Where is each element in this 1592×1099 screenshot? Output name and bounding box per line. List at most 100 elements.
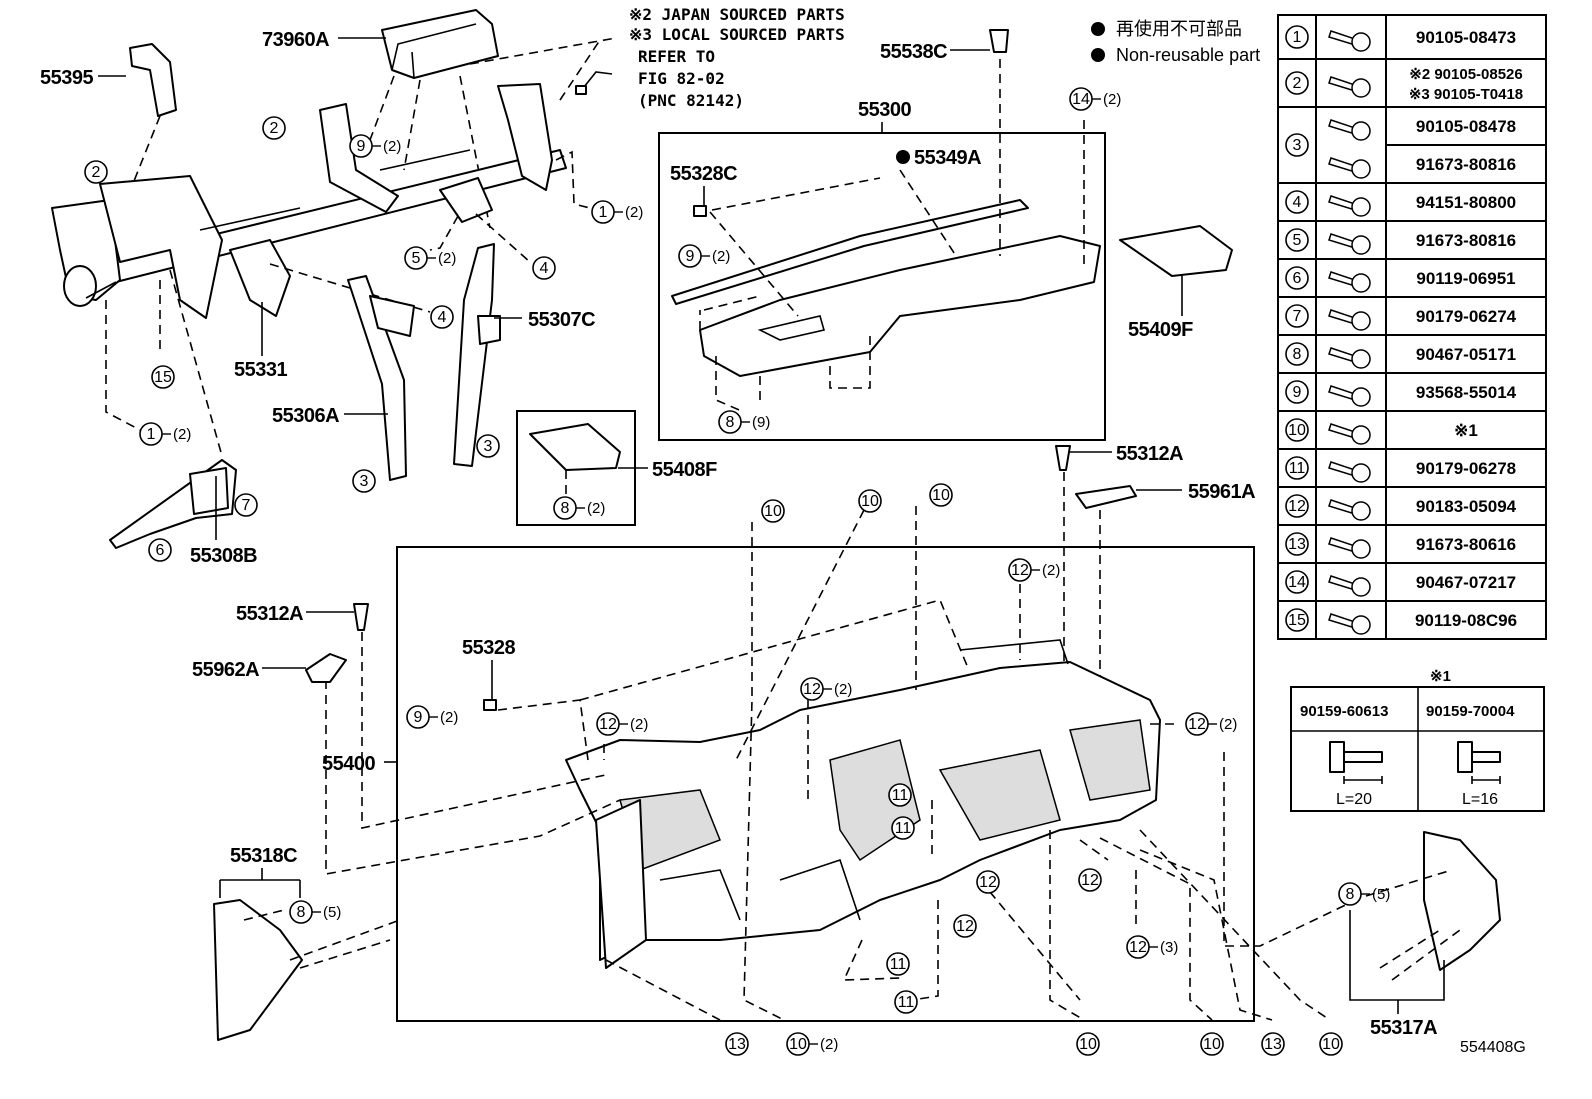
table-ref-number: 2: [1293, 75, 1302, 92]
part-label-55331: 55331: [234, 359, 287, 381]
callout-quantity: (2): [625, 204, 643, 221]
fastener-icon: [1328, 233, 1371, 255]
callout-5: 5(2): [404, 246, 456, 270]
table-row: 2※2 90105-08526※3 90105-T0418: [1278, 58, 1546, 103]
callout-quantity: (2): [712, 248, 730, 265]
callout-14: 14 (2): [1069, 87, 1121, 111]
part-label-55317A: 55317A: [1370, 1017, 1437, 1039]
fastener-icon: [1328, 423, 1371, 445]
table-ref-number: 4: [1293, 194, 1302, 211]
note-japan-sourced: ※2 JAPAN SOURCED PARTS: [629, 5, 845, 24]
callout-4: 4: [430, 305, 454, 329]
grille-55962A: [305, 653, 347, 683]
part-label-55312A-top: 55312A: [1116, 443, 1183, 465]
table-part-number: 90183-05094: [1416, 497, 1517, 516]
sub-table-part-b: 90159-70004: [1426, 703, 1515, 720]
part-label-55328C: 55328C: [670, 163, 737, 185]
callout-2: 2: [84, 160, 108, 184]
part-label-55307C: 55307C: [528, 309, 595, 331]
table-ref-number: 7: [1293, 308, 1302, 325]
callout-4: 4: [532, 256, 556, 280]
callout-3: 3: [352, 469, 376, 493]
callout-quantity: (2): [630, 716, 648, 733]
part-label-55409F: 55409F: [1128, 319, 1193, 341]
callout-number: 11: [892, 787, 909, 804]
table-ref-number: 3: [1293, 137, 1302, 154]
callout-number: 12: [1011, 562, 1029, 579]
table-part-number: 90179-06274: [1416, 307, 1517, 326]
callout-number: 4: [540, 260, 549, 277]
callout-8: 8(2): [553, 496, 605, 520]
callout-1: 1(2): [139, 422, 191, 446]
table-part-number: 90119-06951: [1416, 269, 1515, 288]
bracket-55395: [129, 43, 177, 117]
fastener-icon: [1328, 347, 1371, 369]
callout-11: 11: [891, 816, 915, 840]
callout-12: 12: [1078, 868, 1102, 892]
callout-12: 12(2): [800, 677, 852, 701]
table-ref-number: 15: [1288, 612, 1306, 629]
callout-12: 12: [953, 914, 977, 938]
callout-13: 13: [725, 1032, 749, 1056]
part-label-55395: 55395: [40, 67, 93, 89]
fastener-icon: [1328, 195, 1371, 217]
callout-number: 9: [414, 709, 423, 726]
callout-number: 14: [1072, 91, 1090, 108]
callout-quantity: (2): [1219, 716, 1237, 733]
callout-quantity: (2): [820, 1036, 838, 1053]
callout-9: 9(2): [406, 705, 458, 729]
callout-10: 10(2): [786, 1032, 838, 1056]
fastener-icon: [1328, 30, 1371, 52]
screw-55312A-top: [1055, 445, 1071, 471]
table-part-number: 91673-80816: [1416, 155, 1516, 174]
callout-11: 11: [894, 990, 918, 1014]
callout-number: 12: [1081, 872, 1099, 889]
callout-number: 10: [1322, 1036, 1340, 1053]
table-ref-number: 1: [1293, 29, 1302, 46]
box-55400: [396, 546, 1255, 1022]
callout-10: 10: [1319, 1032, 1343, 1056]
note-refer-fig: FIG 82-02: [638, 69, 725, 88]
callout-13: 13: [1261, 1032, 1285, 1056]
table-row: 12 90183-05094: [1278, 486, 1546, 521]
callout-quantity: (5): [1372, 886, 1390, 903]
callout-10: 10: [929, 483, 953, 507]
callout-8: 8(9): [718, 410, 770, 434]
table-ref-number: 11: [1289, 460, 1306, 477]
callout-quantity: (2): [1103, 91, 1121, 108]
fastener-icon: [1328, 499, 1371, 521]
callout-number: 8: [1346, 886, 1355, 903]
table-ref-number: 12: [1288, 498, 1306, 515]
callout-number: 5: [412, 250, 421, 267]
table-ref-number: 9: [1293, 384, 1302, 401]
table-row: 7 90179-06274: [1278, 296, 1546, 331]
fastener-icon: [1328, 271, 1371, 293]
part-label-73960A: 73960A: [262, 29, 329, 51]
non-reusable-dot-icon: [896, 150, 910, 164]
table-part-number: 90105-08478: [1416, 117, 1516, 136]
table-part-number: 90119-08C96: [1415, 611, 1517, 630]
table-part-number: 91673-80816: [1416, 231, 1516, 250]
sub-table-length-b: L=16: [1462, 791, 1498, 808]
callout-number: 9: [686, 248, 695, 265]
legend-english: Non-reusable part: [1116, 45, 1260, 65]
brace-55306A-bracket: [369, 295, 415, 337]
beam-end-bracket-right: [497, 83, 553, 191]
callout-number: 10: [1203, 1036, 1221, 1053]
callout-number: 9: [357, 138, 366, 155]
callout-number: 12: [599, 716, 617, 733]
brace-55306A: [347, 275, 407, 481]
screw-55312A-left: [353, 603, 369, 631]
table-part-number: 91673-80616: [1416, 535, 1516, 554]
sub-table-title: ※1: [1430, 668, 1451, 685]
callout-quantity: (2): [383, 138, 401, 155]
steering-support-bracket: [99, 175, 223, 319]
callout-11: 11: [888, 783, 912, 807]
callout-10: 10: [858, 489, 882, 513]
panel-right-vent: [1069, 719, 1151, 801]
callout-quantity: (2): [173, 426, 191, 443]
